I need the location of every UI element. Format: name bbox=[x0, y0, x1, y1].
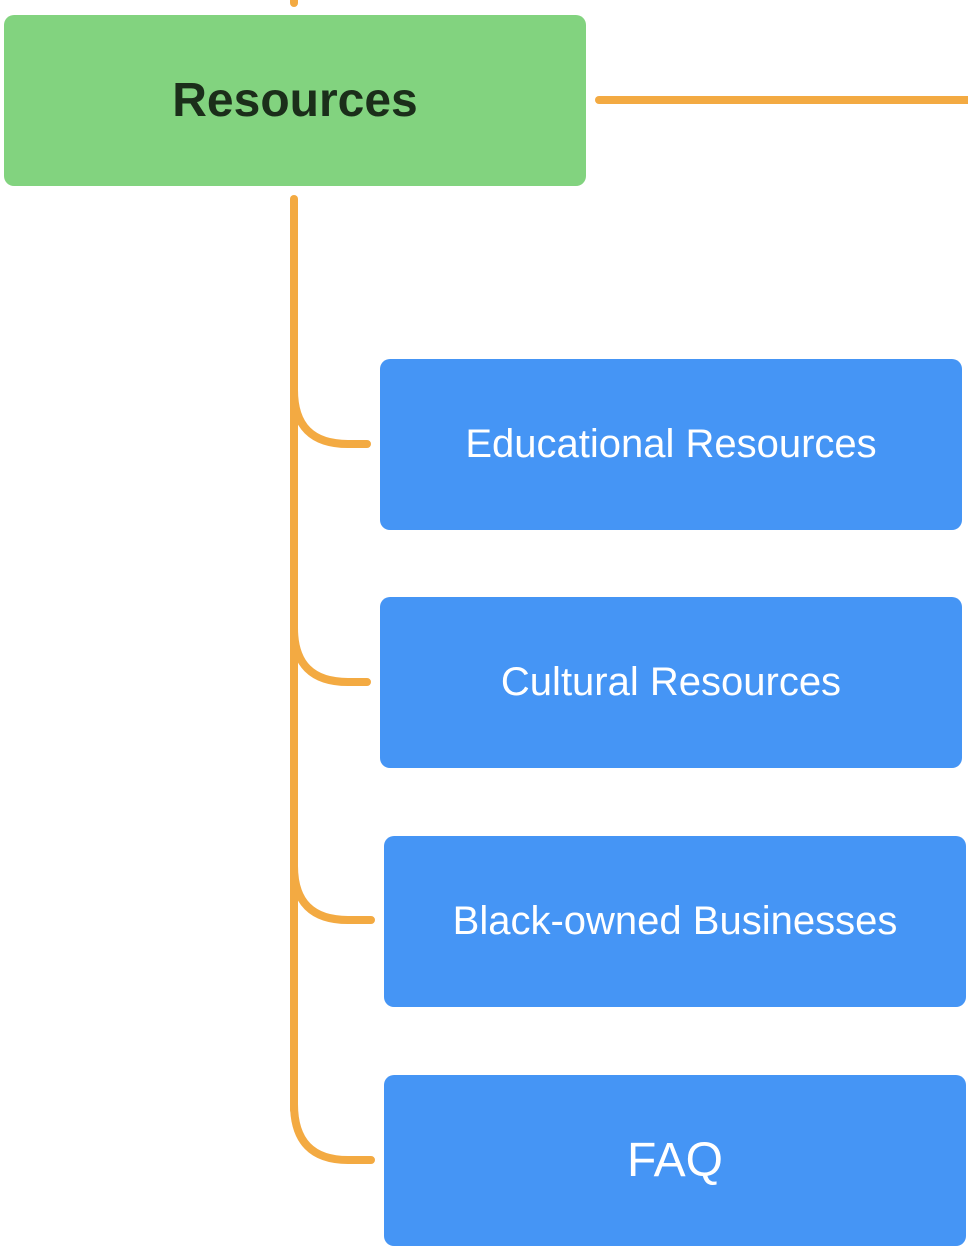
child-node-faq: FAQ bbox=[384, 1075, 966, 1246]
child-node-cultural-resources: Cultural Resources bbox=[380, 597, 962, 768]
child-node-label: Educational Resources bbox=[465, 422, 877, 466]
connector-branch-educational bbox=[290, 386, 371, 448]
connector-branch-faq bbox=[290, 1100, 375, 1164]
connector-branch-cultural bbox=[290, 624, 371, 686]
child-node-black-owned-businesses: Black-owned Businesses bbox=[384, 836, 966, 1007]
child-node-educational-resources: Educational Resources bbox=[380, 359, 962, 530]
child-node-label: Cultural Resources bbox=[500, 660, 842, 704]
child-node-label: FAQ bbox=[626, 1134, 724, 1187]
connector-branch-businesses bbox=[290, 862, 375, 924]
root-node-label: Resources bbox=[172, 74, 418, 127]
child-node-label: Black-owned Businesses bbox=[452, 899, 898, 943]
root-node-resources: Resources bbox=[4, 15, 586, 186]
